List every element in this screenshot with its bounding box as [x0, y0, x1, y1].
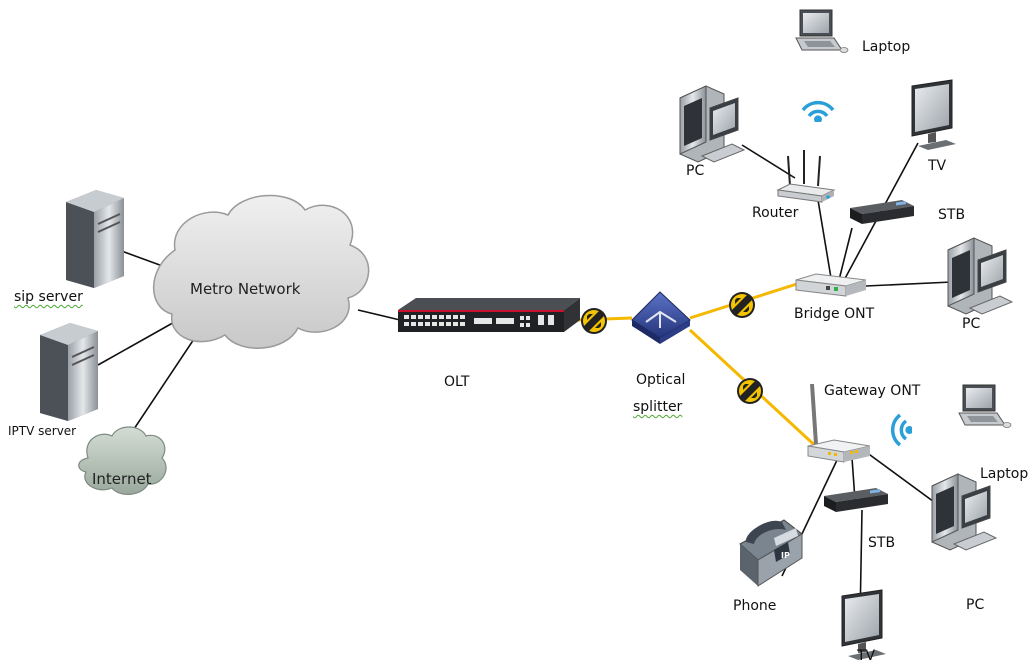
router-label: Router — [752, 205, 799, 221]
iptv-server-icon — [40, 323, 98, 421]
wifi-icon — [890, 413, 912, 447]
internet-label: Internet — [92, 470, 152, 488]
laptop-icon — [958, 384, 1012, 428]
tv-label: TV — [857, 648, 876, 664]
phone-badge-label: IP — [781, 551, 790, 560]
tv-label: TV — [928, 158, 947, 174]
metro-network-cloud-icon — [152, 194, 370, 349]
olt-label: OLT — [444, 374, 470, 390]
pc-label: PC — [686, 163, 705, 179]
pc-icon — [679, 85, 745, 163]
link-iptv-metro — [97, 319, 179, 366]
pc-icon — [931, 473, 997, 551]
fiber-marker-icon — [581, 308, 607, 334]
laptop-label: Laptop — [980, 466, 1029, 482]
link-pc-router — [741, 144, 796, 179]
stb-label: STB — [938, 207, 966, 223]
gateway-ont-icon — [807, 383, 871, 463]
pc-icon — [947, 237, 1013, 315]
laptop-label: Laptop — [862, 39, 911, 55]
stb-icon — [850, 200, 914, 224]
iptv-server-label: IPTV server — [8, 424, 77, 438]
stb-label: STB — [868, 535, 896, 551]
stb-icon — [824, 488, 888, 512]
link-router-bridge — [817, 199, 833, 285]
internet-cloud-icon — [78, 426, 167, 495]
fiber-marker-icon — [729, 292, 755, 318]
gateway-ont-label: Gateway ONT — [824, 383, 921, 399]
olt-icon — [398, 298, 580, 332]
link-metro-olt — [357, 309, 401, 321]
sip-server-label: sip server — [14, 289, 83, 305]
ip-phone-icon — [739, 519, 803, 587]
wifi-icon — [801, 100, 835, 124]
splitter-label: splitter — [633, 399, 683, 415]
laptop-icon — [795, 9, 849, 53]
metro-network-label: Metro Network — [190, 280, 301, 298]
bridge-ont-label: Bridge ONT — [794, 306, 875, 322]
sip-server-icon — [66, 190, 124, 288]
fiber-marker-icon — [737, 378, 763, 404]
optical-label: Optical — [636, 372, 686, 388]
router-icon — [776, 150, 836, 203]
link-stb-bridge — [837, 227, 853, 285]
tv-icon — [911, 79, 957, 151]
phone-label: Phone — [733, 598, 777, 614]
fiber-links — [577, 281, 824, 454]
optical-splitter-icon — [631, 291, 691, 344]
pc-label: PC — [962, 316, 981, 332]
pc-label: PC — [966, 597, 985, 613]
bridge-ont-icon — [795, 273, 867, 297]
link-bridge-pc — [865, 281, 953, 287]
phone-badge-icon — [774, 542, 790, 562]
